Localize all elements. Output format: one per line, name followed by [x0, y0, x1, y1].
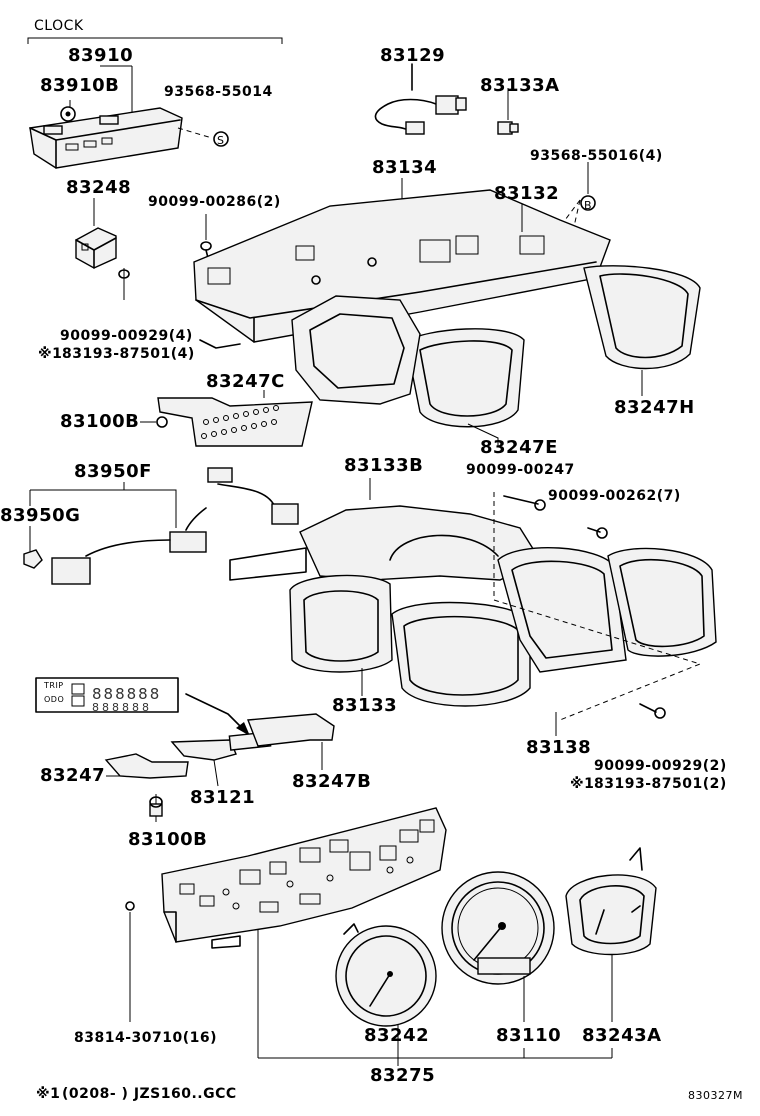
- assembly-bracket: [258, 1048, 613, 1066]
- part-label-bezel-h: 83247H: [614, 397, 695, 418]
- meter-242-part: [335, 923, 437, 1058]
- part-label-bolt-286: 90099-00286(2): [148, 194, 281, 210]
- bezel-e-part: [405, 328, 525, 446]
- part-label-bulb-b1: 83100B: [60, 411, 140, 432]
- housing-mid: [291, 295, 421, 405]
- meter-243a-part: [565, 847, 657, 1022]
- bezel-h-part: [583, 265, 701, 396]
- cover-b-part: [229, 478, 542, 581]
- mark-s: S: [217, 134, 225, 147]
- plate-247-part: [104, 753, 189, 779]
- part-label-connector-small: 83133A: [480, 75, 560, 96]
- lens-part: [289, 574, 393, 696]
- screw-814-part: [125, 901, 135, 1022]
- part-label-meter-242: 83242: [364, 1025, 430, 1046]
- hood-part: [391, 546, 717, 736]
- switch-block-part: [75, 198, 117, 269]
- part-label-lens: 83133: [332, 695, 398, 716]
- mark-b: B: [584, 199, 593, 212]
- footnote-mark: ※1: [36, 1086, 61, 1102]
- part-label-screw-814: 83814-30710(16): [74, 1030, 218, 1046]
- part-label-plate-b: 83247B: [292, 771, 372, 792]
- part-label-assembly: 83275: [370, 1065, 436, 1086]
- clock-leaders: [69, 65, 229, 147]
- upper-housing-part: [193, 178, 611, 349]
- lcd-trip-label: TRIP: [44, 681, 64, 690]
- part-label-connector-wire: 83129: [380, 45, 446, 66]
- part-label-bolt-87501b: 83193-87501(2): [594, 776, 727, 792]
- part-label-meter-243a: 83243A: [582, 1025, 662, 1046]
- part-label-bolt-247: 90099-00247: [466, 462, 575, 478]
- clock-bracket: [27, 37, 283, 44]
- part-label-bolt-87501a: 83193-87501(4): [62, 346, 195, 362]
- part-label-housing-top-r: 83132: [494, 183, 560, 204]
- part-label-screw-b: 93568-55016(4): [530, 148, 663, 164]
- part-label-wire-f: 83950F: [74, 461, 152, 482]
- part-label-hood: 83138: [526, 737, 592, 758]
- part-label-clock: 83910: [68, 45, 134, 66]
- drawing-code: 830327M: [688, 1089, 743, 1102]
- mark-87501b: ※1: [570, 776, 595, 792]
- lcd-digits-row2: 888888: [92, 701, 152, 714]
- part-label-bezel-e: 83247E: [480, 437, 558, 458]
- circuit-board-part: [161, 807, 447, 1058]
- lcd-module-part: [170, 713, 335, 787]
- lcd-arrow: [185, 693, 250, 736]
- wire-f-part: [23, 467, 299, 585]
- clock-part: [29, 106, 183, 169]
- bolt-929b-part: [639, 703, 666, 719]
- section-label-clock: CLOCK: [34, 18, 84, 34]
- lcd-digits-row1: 888888: [92, 685, 162, 703]
- part-label-cover-b: 83133B: [344, 455, 424, 476]
- connector-wire-part: [374, 63, 467, 135]
- small-connector-part: [497, 88, 519, 135]
- mark-87501a: ※1: [38, 346, 63, 362]
- lcd-odo-label: ODO: [44, 695, 65, 704]
- bolt-262-part: [587, 527, 608, 539]
- part-label-clock-sub: 83910B: [40, 75, 120, 96]
- part-label-bolt-929b: 90099-00929(2): [594, 758, 727, 774]
- part-label-bulb-b2: 83100B: [128, 829, 208, 850]
- meter-110-part: [441, 871, 555, 1022]
- footnote-text: (0208- ) JZS160..GCC: [62, 1086, 237, 1102]
- lcd-inset: [35, 677, 179, 713]
- part-label-wire-g: 83950G: [0, 505, 81, 526]
- bulb-2-part: [149, 794, 163, 822]
- part-label-lcd: 83121: [190, 787, 256, 808]
- part-label-switch-block: 83248: [66, 177, 132, 198]
- part-label-meter-110: 83110: [496, 1025, 562, 1046]
- part-label-bolt-262: 90099-00262(7): [548, 488, 681, 504]
- part-label-clock-screw: 93568-55014: [164, 84, 273, 100]
- part-label-bolt-929a: 90099-00929(4): [60, 328, 193, 344]
- bolt-247-part: [493, 492, 546, 600]
- plate-c-part: [140, 390, 313, 447]
- part-label-housing-top: 83134: [372, 157, 438, 178]
- part-label-plate-247: 83247: [40, 765, 106, 786]
- part-label-plate-c: 83247C: [206, 371, 285, 392]
